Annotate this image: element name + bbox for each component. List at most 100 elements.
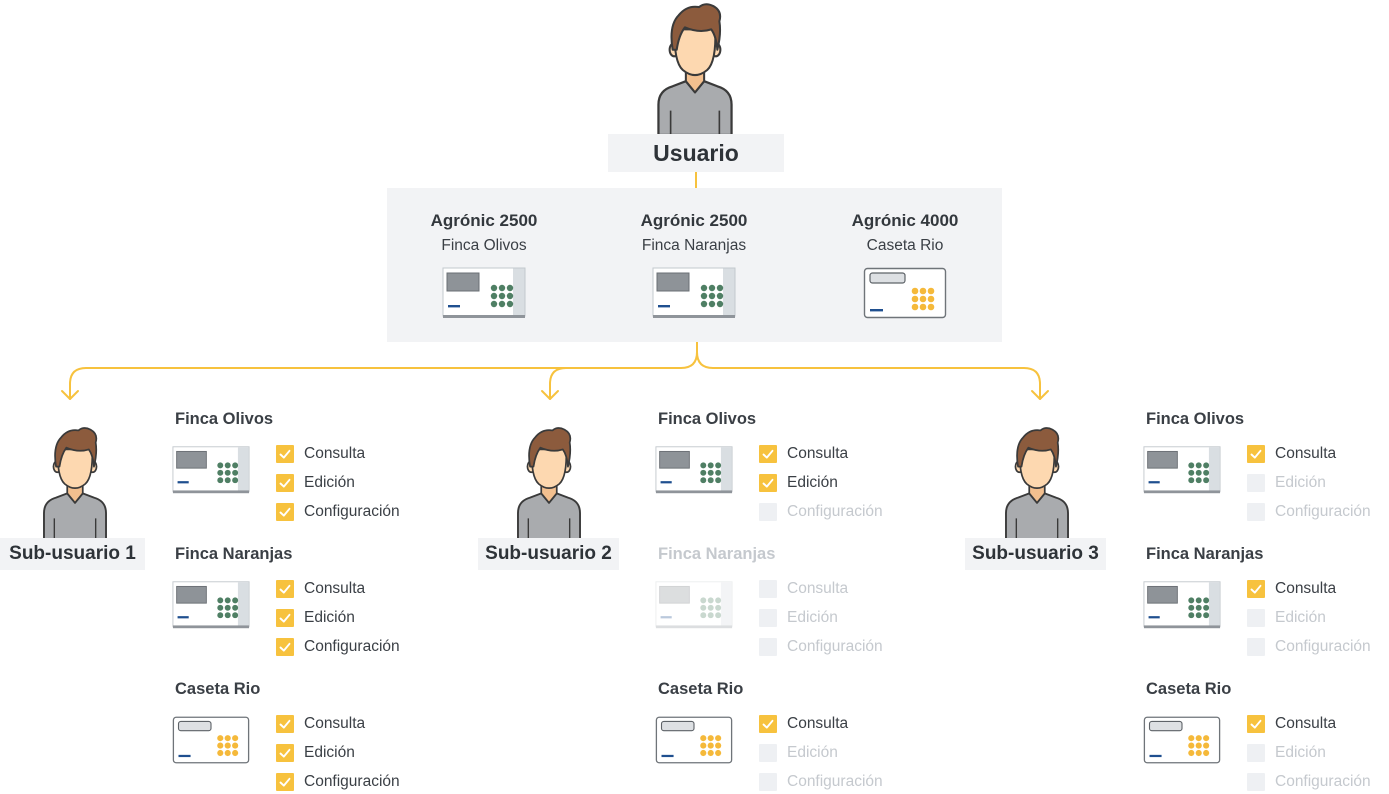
device-base: [1143, 490, 1221, 494]
checkbox-consulta[interactable]: [759, 445, 777, 463]
device-key: [498, 300, 506, 308]
permission-label: Edición: [1275, 474, 1326, 491]
checkbox-configuracion[interactable]: [759, 638, 777, 656]
device-base: [443, 315, 525, 318]
device-key: [919, 295, 927, 303]
agronic-2500-icon: [172, 446, 250, 494]
devices-panel: Agrónic 2500 Finca Olivos Agrónic 2500 F…: [387, 188, 1002, 342]
device-key: [490, 300, 498, 308]
device-access-title: Caseta Rio: [658, 680, 744, 698]
check-icon: [1250, 719, 1262, 729]
device-side-panel: [237, 582, 249, 626]
device-logo: [660, 616, 672, 619]
avatar-hair: [670, 3, 722, 51]
device-screen: [176, 450, 207, 469]
device-image: [655, 715, 733, 765]
device-key: [707, 477, 714, 484]
device-key: [1203, 597, 1210, 604]
device-side-panel: [1208, 582, 1220, 626]
device-screen: [869, 272, 906, 284]
checkbox-configuracion[interactable]: [276, 773, 294, 791]
device-key: [700, 469, 707, 476]
checkbox-consulta[interactable]: [1247, 580, 1265, 598]
device-key: [1188, 604, 1195, 611]
checkbox-configuracion[interactable]: [759, 773, 777, 791]
device-key: [1203, 749, 1210, 757]
device-key: [707, 462, 714, 469]
permission-label: Edición: [787, 609, 838, 626]
checkbox-edicion[interactable]: [1247, 609, 1265, 627]
device-logo: [1148, 616, 1160, 619]
device-keypad: [700, 284, 724, 308]
avatar-hair: [528, 427, 572, 468]
checkbox-consulta[interactable]: [1247, 715, 1265, 733]
checkbox-consulta[interactable]: [759, 715, 777, 733]
agronic-4000-icon: [172, 716, 250, 764]
device-key: [1195, 742, 1202, 749]
avatar-arm-line: [669, 110, 721, 135]
checkbox-edicion[interactable]: [1247, 474, 1265, 492]
checkbox-edicion[interactable]: [759, 744, 777, 762]
device-key: [927, 287, 935, 295]
agronic-2500-icon: [1143, 581, 1221, 629]
checkbox-consulta[interactable]: [276, 715, 294, 733]
checkbox-configuracion[interactable]: [276, 503, 294, 521]
device-image: [1143, 715, 1221, 765]
checkbox-edicion[interactable]: [276, 609, 294, 627]
device-logo: [870, 309, 883, 312]
device-key: [1203, 612, 1210, 619]
checkbox-edicion[interactable]: [1247, 744, 1265, 762]
check-icon: [762, 719, 774, 729]
device-body: [655, 581, 733, 627]
check-icon: [279, 719, 291, 729]
sub-user-label-box: Sub-usuario 3: [965, 538, 1106, 570]
avatar-hair: [1016, 427, 1060, 468]
device-key: [490, 292, 498, 300]
device-key: [707, 604, 714, 611]
permission-label: Configuración: [787, 638, 883, 655]
device-key: [707, 735, 714, 742]
checkbox-configuracion[interactable]: [276, 638, 294, 656]
person-icon: [43, 427, 107, 539]
permission-label: Configuración: [304, 503, 400, 520]
device-key: [490, 284, 498, 292]
checkbox-consulta[interactable]: [1247, 445, 1265, 463]
device-key: [232, 749, 239, 757]
device-key: [700, 300, 708, 308]
permission-label: Edición: [1275, 609, 1326, 626]
checkbox-configuracion[interactable]: [759, 503, 777, 521]
device-key: [715, 597, 722, 604]
device-logo: [448, 305, 460, 308]
check-icon: [762, 449, 774, 459]
device-image: [442, 267, 526, 319]
device-key: [232, 469, 239, 476]
device-key: [1195, 477, 1202, 484]
device-key: [716, 284, 724, 292]
device-key: [715, 749, 722, 757]
device-keypad: [490, 284, 514, 308]
checkbox-configuracion[interactable]: [1247, 638, 1265, 656]
device-key: [1188, 742, 1195, 749]
avatar-face: [56, 448, 94, 490]
checkbox-consulta[interactable]: [276, 580, 294, 598]
checkbox-configuracion[interactable]: [1247, 773, 1265, 791]
checkbox-configuracion[interactable]: [1247, 503, 1265, 521]
device-key: [232, 612, 239, 619]
device-base: [655, 490, 733, 494]
device-access-title: Finca Olivos: [658, 410, 757, 428]
device-name: Finca Olivos: [441, 237, 527, 254]
device-key: [707, 469, 714, 476]
device-key: [927, 303, 935, 311]
checkbox-edicion[interactable]: [276, 474, 294, 492]
device-screen: [1147, 450, 1178, 469]
check-icon: [279, 584, 291, 594]
device-model: Agrónic 2500: [430, 211, 538, 230]
permission-label: Consulta: [1275, 715, 1337, 732]
checkbox-consulta[interactable]: [759, 580, 777, 598]
checkbox-edicion[interactable]: [276, 744, 294, 762]
device-key: [1203, 604, 1210, 611]
checkbox-edicion[interactable]: [759, 474, 777, 492]
checkbox-edicion[interactable]: [759, 609, 777, 627]
checkbox-consulta[interactable]: [276, 445, 294, 463]
device-logo: [1148, 481, 1160, 484]
